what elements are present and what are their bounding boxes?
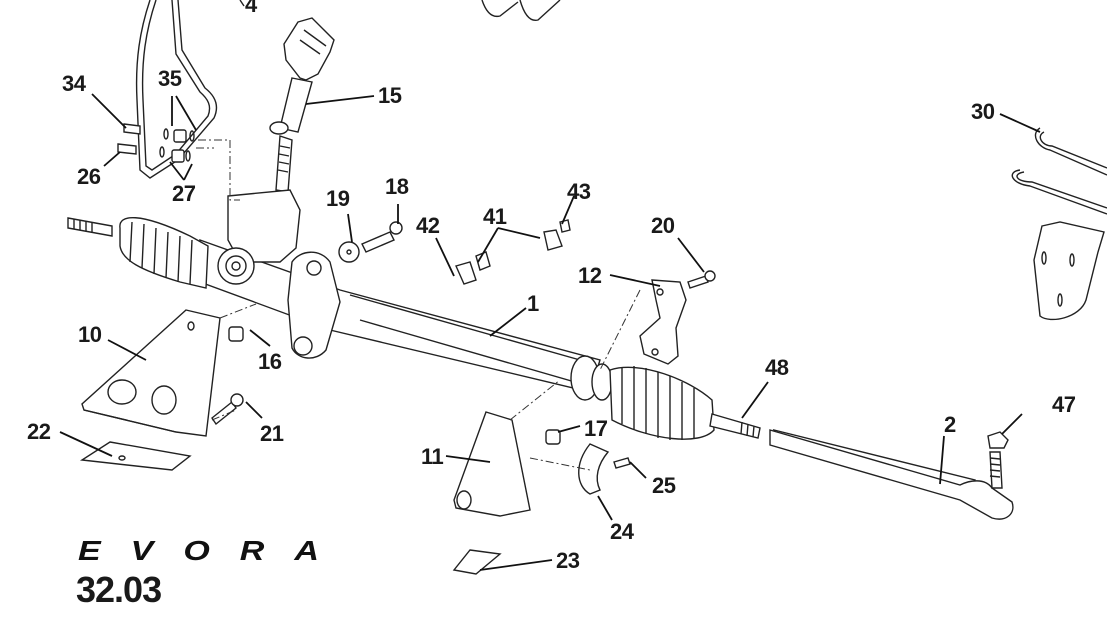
callout-17: 17 xyxy=(584,416,608,441)
callout-15: 15 xyxy=(378,83,402,108)
clamp-lower xyxy=(578,443,610,495)
callout-16: 16 xyxy=(258,349,282,374)
callout-48: 48 xyxy=(765,355,789,380)
callout-20: 20 xyxy=(651,213,675,238)
callout-25: 25 xyxy=(652,473,676,498)
page-number: 32.03 xyxy=(76,569,162,610)
callout-34: 34 xyxy=(62,71,86,96)
callout-26: 26 xyxy=(77,164,101,189)
callout-24: 24 xyxy=(610,519,634,544)
callout-30: 30 xyxy=(971,99,995,124)
callout-4: 4 xyxy=(245,0,257,17)
fluid-pipes xyxy=(135,0,245,179)
mount-bracket-right xyxy=(452,411,531,575)
leader-lines xyxy=(59,93,1041,571)
callout-42: 42 xyxy=(416,213,440,238)
callout-47: 47 xyxy=(1052,392,1076,417)
callout-21: 21 xyxy=(260,421,284,446)
callout-27: 27 xyxy=(172,181,196,206)
callout-2: 2 xyxy=(944,412,956,437)
right-gaiter-boot xyxy=(609,366,761,440)
assembly-lines xyxy=(196,139,641,471)
callout-35: 35 xyxy=(158,66,182,91)
callout-19: 19 xyxy=(326,186,350,211)
pipe-clips xyxy=(455,219,571,285)
callout-11: 11 xyxy=(421,444,444,469)
steering-shaft xyxy=(269,17,335,193)
tie-rod xyxy=(769,428,1014,520)
callout-1: 1 xyxy=(527,291,539,316)
callout-10: 10 xyxy=(78,322,102,347)
callout-18: 18 xyxy=(385,174,409,199)
fasteners xyxy=(117,123,716,469)
evora-logo: EVORA xyxy=(78,535,349,567)
right-partial-bracket xyxy=(1011,127,1107,321)
callout-43: 43 xyxy=(567,179,591,204)
clamp-upper xyxy=(639,279,687,365)
left-gaiter-boot xyxy=(67,217,209,289)
callout-41: 41 xyxy=(483,204,507,229)
callout-12: 12 xyxy=(578,263,602,288)
mount-bracket-left xyxy=(79,309,221,471)
callout-23: 23 xyxy=(556,548,580,573)
top-pipes xyxy=(481,0,561,21)
callout-22: 22 xyxy=(27,419,51,444)
